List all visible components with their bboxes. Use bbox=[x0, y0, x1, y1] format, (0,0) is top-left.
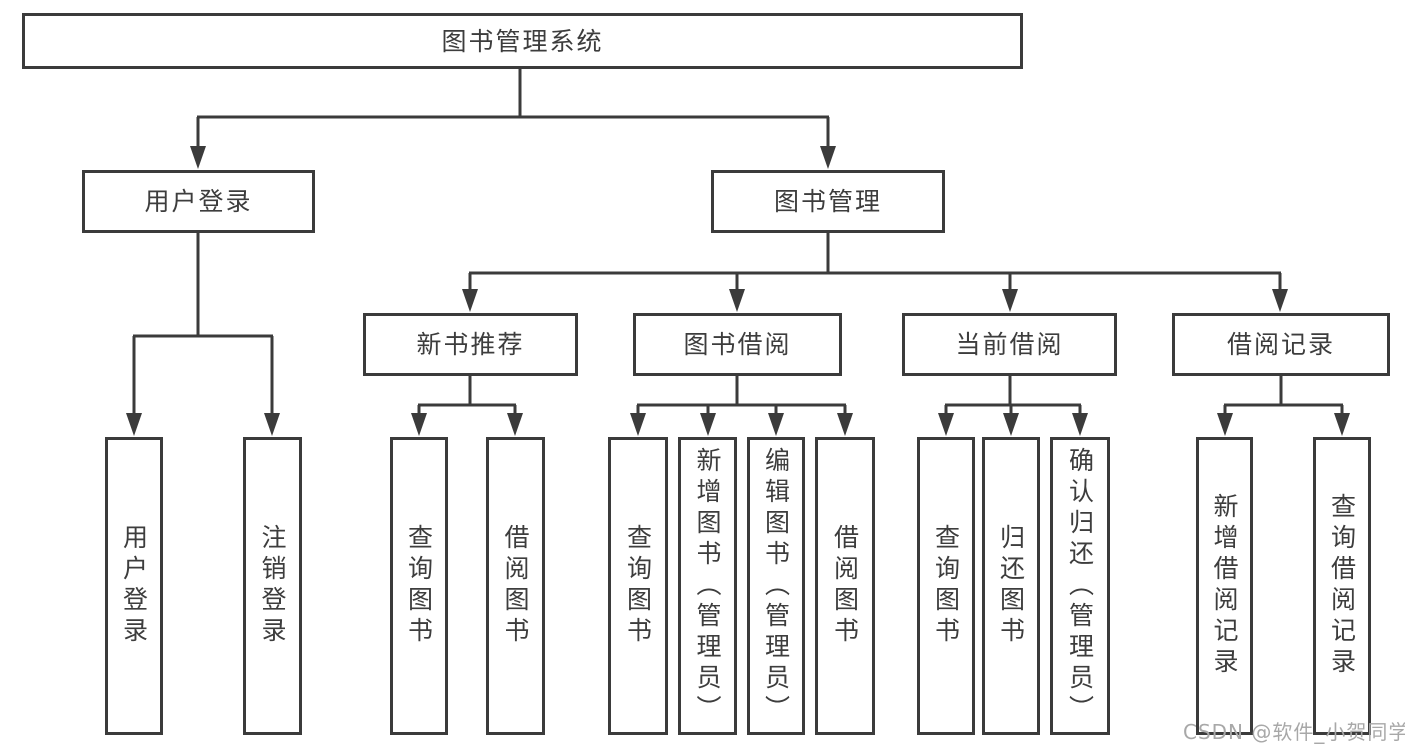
arrowheads bbox=[126, 146, 1350, 436]
leaf-borrow-book: 借阅图书 bbox=[815, 437, 875, 735]
connector-borrow-record-to-leaves bbox=[1223, 376, 1344, 416]
leaf-edit-book-admin: 编辑图书（管理员） bbox=[747, 437, 805, 735]
leaf-add-book-admin-label: 新增图书（管理员） bbox=[693, 446, 722, 726]
node-current-borrow: 当前借阅 bbox=[902, 313, 1117, 376]
connector-root-to-level2 bbox=[196, 69, 830, 150]
leaf-return-book-label: 归还图书 bbox=[996, 524, 1026, 648]
node-book-borrow-label: 图书借阅 bbox=[683, 330, 792, 359]
leaf-query-book-current: 查询图书 bbox=[917, 437, 975, 735]
connector-book-borrow-to-leaves bbox=[636, 376, 847, 416]
node-current-borrow-label: 当前借阅 bbox=[955, 330, 1064, 359]
leaf-user-login: 用户登录 bbox=[105, 437, 163, 735]
leaf-logout: 注销登录 bbox=[243, 437, 302, 735]
leaf-query-borrow-record: 查询借阅记录 bbox=[1313, 437, 1371, 735]
node-book-borrow: 图书借阅 bbox=[633, 313, 842, 376]
connector-new-book-to-leaves bbox=[417, 376, 517, 416]
leaf-borrow-book-label: 借阅图书 bbox=[830, 524, 860, 648]
leaf-query-book-borrow-label: 查询图书 bbox=[623, 524, 653, 648]
leaf-query-book-recommend: 查询图书 bbox=[390, 437, 448, 735]
leaf-borrow-book-recommend-label: 借阅图书 bbox=[501, 524, 530, 648]
leaf-query-book-borrow: 查询图书 bbox=[608, 437, 668, 735]
leaf-add-borrow-record: 新增借阅记录 bbox=[1196, 437, 1253, 735]
node-borrow-record-label: 借阅记录 bbox=[1226, 330, 1335, 359]
watermark: CSDN @软件_小贺同学 bbox=[1183, 720, 1405, 744]
leaf-confirm-return-admin: 确认归还（管理员） bbox=[1050, 437, 1110, 735]
leaf-logout-label: 注销登录 bbox=[258, 524, 287, 648]
leaf-query-borrow-record-label: 查询借阅记录 bbox=[1327, 493, 1357, 679]
connector-user-login-to-leaves bbox=[132, 233, 274, 416]
leaf-add-borrow-record-label: 新增借阅记录 bbox=[1210, 493, 1239, 679]
node-root-label: 图书管理系统 bbox=[441, 26, 604, 56]
node-borrow-record: 借阅记录 bbox=[1172, 313, 1390, 376]
leaf-borrow-book-recommend: 借阅图书 bbox=[486, 437, 545, 735]
connector-current-borrow-to-leaves bbox=[944, 376, 1082, 416]
node-book-management: 图书管理 bbox=[711, 170, 945, 233]
leaf-query-book-recommend-label: 查询图书 bbox=[404, 524, 434, 648]
node-new-book-recommend: 新书推荐 bbox=[363, 313, 578, 376]
node-user-login: 用户登录 bbox=[82, 170, 315, 233]
leaf-edit-book-admin-label: 编辑图书（管理员） bbox=[761, 446, 791, 726]
node-root-system: 图书管理系统 bbox=[22, 13, 1023, 69]
node-new-book-recommend-label: 新书推荐 bbox=[416, 330, 525, 359]
leaf-return-book: 归还图书 bbox=[982, 437, 1040, 735]
leaf-user-login-label: 用户登录 bbox=[119, 524, 149, 648]
node-user-login-label: 用户登录 bbox=[144, 187, 253, 216]
leaf-query-book-current-label: 查询图书 bbox=[931, 524, 961, 648]
leaf-confirm-return-admin-label: 确认归还（管理员） bbox=[1065, 446, 1095, 726]
leaf-add-book-admin: 新增图书（管理员） bbox=[678, 437, 737, 735]
connector-book-mgmt-to-level3 bbox=[468, 233, 1282, 293]
node-book-management-label: 图书管理 bbox=[773, 187, 882, 216]
